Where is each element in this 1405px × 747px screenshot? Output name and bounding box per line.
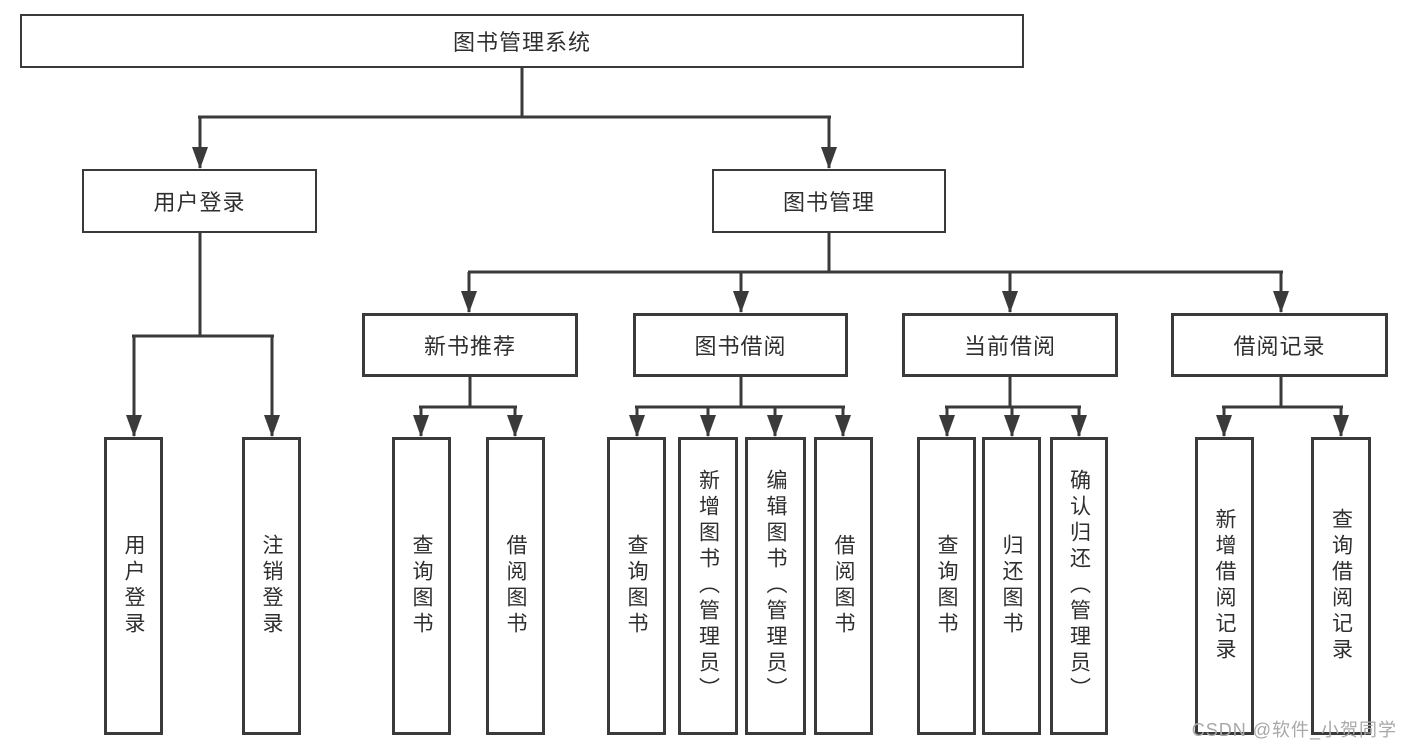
- leaf-query-book-borrow: 查询图书: [607, 437, 666, 735]
- leaf-return-book: 归还图书: [982, 437, 1041, 735]
- node-current-borrow: 当前借阅: [902, 313, 1118, 377]
- leaf-add-book-admin: 新增图书（管理员）: [678, 437, 738, 735]
- node-user-login: 用户登录: [82, 169, 317, 233]
- leaf-borrow-book-recommend: 借阅图书: [486, 437, 545, 735]
- leaf-query-book-current: 查询图书: [917, 437, 976, 735]
- leaf-confirm-return-admin: 确认归还（管理员）: [1050, 437, 1108, 735]
- csdn-watermark: CSDN @软件_小贺同学: [1191, 720, 1397, 740]
- node-borrow-records: 借阅记录: [1171, 313, 1388, 377]
- node-book-borrow: 图书借阅: [633, 313, 848, 377]
- node-book-management: 图书管理: [712, 169, 946, 233]
- node-new-book-recommend: 新书推荐: [362, 313, 578, 377]
- leaf-query-book-recommend: 查询图书: [392, 437, 451, 735]
- leaf-query-borrow-record: 查询借阅记录: [1311, 437, 1371, 735]
- leaf-add-borrow-record: 新增借阅记录: [1195, 437, 1254, 735]
- leaf-user-login: 用户登录: [104, 437, 163, 735]
- leaf-edit-book-admin: 编辑图书（管理员）: [745, 437, 806, 735]
- leaf-borrow-book: 借阅图书: [814, 437, 873, 735]
- leaf-logout-login: 注销登录: [242, 437, 301, 735]
- node-root-system: 图书管理系统: [20, 14, 1024, 68]
